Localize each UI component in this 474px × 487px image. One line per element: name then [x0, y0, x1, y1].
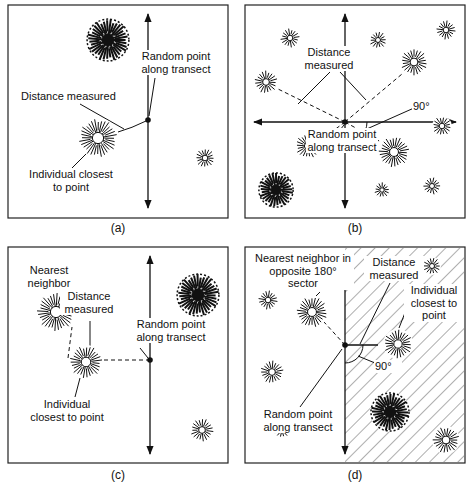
- plant-symbol: [369, 31, 387, 49]
- plant-symbol: [78, 118, 118, 158]
- plant-symbol: [436, 20, 456, 40]
- plant-symbol: [86, 18, 130, 62]
- panel-frame: [245, 247, 465, 463]
- angle-arc: [345, 345, 363, 363]
- hatched-sector: [345, 248, 464, 462]
- perpendicular-line: [345, 344, 378, 345]
- plant-symbol: [378, 136, 410, 168]
- plant-symbol: [423, 177, 441, 195]
- transect-line: [344, 14, 345, 208]
- plant-symbol: [432, 116, 452, 136]
- callout-label: Nearest neighbor: [18, 264, 80, 289]
- plant-symbol: [423, 257, 441, 275]
- callout-label: Individual closest to point: [26, 168, 116, 193]
- random-point: [145, 117, 151, 123]
- callout-label: 90°: [374, 360, 402, 373]
- callout-label: Distance measured: [300, 46, 358, 71]
- callout-label: Nearest neighbor in opposite 180° sector: [252, 252, 354, 290]
- distance-line: [118, 121, 146, 132]
- callout-label: Individual closest to point: [26, 398, 108, 423]
- callout-label: Distance measured: [60, 290, 118, 315]
- plant-symbol: [370, 392, 410, 432]
- callout-label: Distance measured: [364, 256, 424, 281]
- panel-frame: [8, 5, 228, 218]
- plant-symbol: [258, 172, 294, 208]
- panel-caption: (a): [103, 222, 133, 236]
- callout-label: 90°: [412, 100, 440, 113]
- plant-symbol: [432, 426, 460, 454]
- callout-label: Individual closest to point: [404, 284, 464, 322]
- panel-frame: [245, 5, 465, 218]
- distance-lines: [68, 74, 402, 360]
- transect-line: [147, 14, 148, 208]
- plant-symbol: [400, 48, 428, 76]
- plant-symbol: [383, 329, 413, 359]
- transect-line: [149, 256, 150, 454]
- callout-label: Distance measured: [20, 90, 120, 103]
- panel-caption: (b): [340, 222, 370, 236]
- plant-symbol: [258, 290, 278, 310]
- callout-label: Random point along transect: [306, 128, 378, 153]
- plant-symbol: [374, 182, 390, 198]
- callout-label: Random point along transect: [126, 318, 216, 343]
- plant-symbol: [69, 345, 103, 379]
- plant-symbol: [296, 296, 328, 328]
- callout-label: Random point along transect: [128, 50, 224, 75]
- leader-lines: [58, 72, 414, 407]
- panel-frame: [8, 247, 228, 463]
- callout-label: Random point along transect: [256, 408, 340, 433]
- plant-symbol: [280, 28, 300, 48]
- plant-symbol: [254, 70, 278, 94]
- plant-symbol: [176, 273, 220, 317]
- panel-caption: (d): [340, 469, 370, 483]
- cross-line: [254, 121, 456, 122]
- plant-symbol: [195, 148, 215, 168]
- plant-symbol: [260, 360, 284, 384]
- panel-caption: (c): [103, 469, 133, 483]
- plant-symbol: [190, 418, 214, 442]
